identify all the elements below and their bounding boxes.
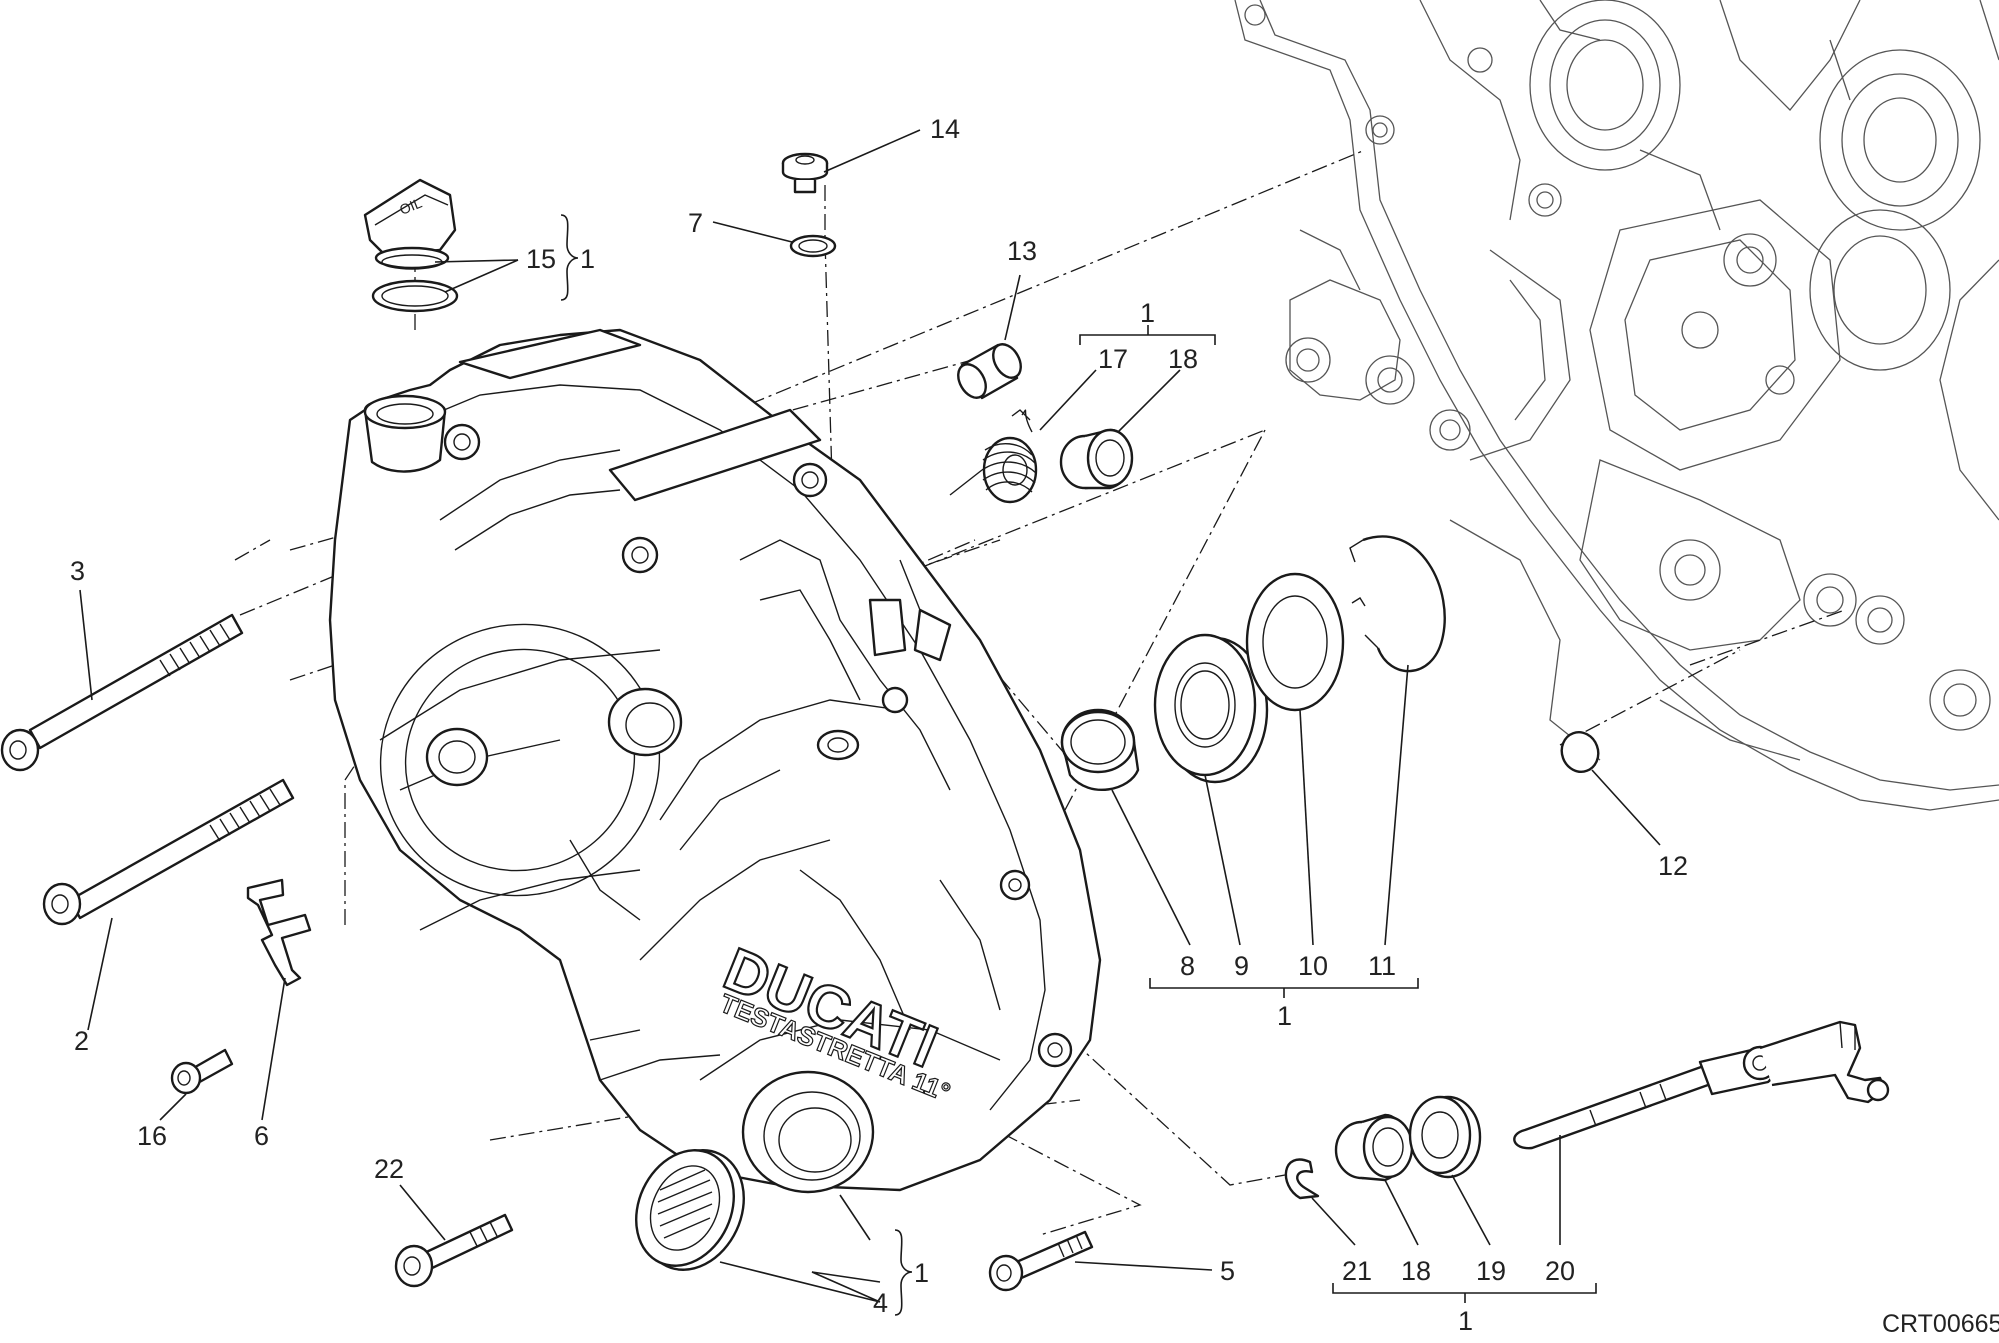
bolt-short-16 xyxy=(170,1048,234,1095)
clutch-release-shaft xyxy=(1513,1020,1890,1150)
shaft-seal xyxy=(1408,1095,1482,1179)
callout-7: 7 xyxy=(688,208,703,238)
callout-5: 5 xyxy=(1220,1256,1235,1286)
needle-bearing-upper xyxy=(1059,428,1134,490)
return-spring xyxy=(949,409,1038,504)
callout-8: 8 xyxy=(1180,951,1195,981)
callout-20: 20 xyxy=(1545,1256,1575,1286)
callout-11: 11 xyxy=(1368,951,1396,981)
bush xyxy=(1060,708,1140,791)
callout-17: 17 xyxy=(1098,344,1128,374)
callout-10: 10 xyxy=(1298,951,1328,981)
callout-14: 14 xyxy=(930,114,960,144)
callout-21: 21 xyxy=(1342,1256,1372,1286)
callout-13: 13 xyxy=(1007,236,1037,266)
bolt-5 xyxy=(988,1230,1094,1292)
shim-washer xyxy=(1245,572,1345,712)
snap-ring xyxy=(1284,1158,1320,1200)
bolt-long-upper xyxy=(0,613,244,772)
o-ring xyxy=(1560,731,1600,773)
cable-bracket xyxy=(246,878,312,987)
callout-15: 15 xyxy=(526,244,556,274)
callout-12: 12 xyxy=(1658,851,1688,881)
callout-3: 3 xyxy=(70,556,85,586)
callout-1-cover-seal: 1 xyxy=(914,1258,929,1288)
bolt-long-lower xyxy=(42,778,295,926)
clutch-cover: DUCATI TESTASTRETTA 11° xyxy=(328,328,1102,1194)
callout-22: 22 xyxy=(374,1154,404,1184)
crankcase-half xyxy=(1234,0,1999,811)
oil-cap-text: OIL xyxy=(397,194,424,217)
callout-9: 9 xyxy=(1234,951,1249,981)
dowel-bush xyxy=(957,343,1022,400)
callout-1-spring-group: 1 xyxy=(1140,298,1155,328)
callout-18-lower: 18 xyxy=(1401,1256,1431,1286)
oil-filler-cap: OIL xyxy=(363,178,459,313)
callout-1-shaft-group: 1 xyxy=(1458,1306,1473,1336)
circlip xyxy=(1349,535,1446,673)
drain-plug xyxy=(781,152,837,258)
clutch-oil-seal xyxy=(635,1149,745,1271)
needle-bearing-lower xyxy=(1334,1113,1414,1182)
callout-1-seal-group: 1 xyxy=(1277,1001,1292,1031)
oil-seal xyxy=(1153,633,1269,784)
callout-leader-lines xyxy=(79,129,1661,1303)
callout-1-oil-cap: 1 xyxy=(580,244,595,274)
callout-4: 4 xyxy=(873,1288,888,1318)
callout-18-upper: 18 xyxy=(1168,344,1198,374)
callout-2: 2 xyxy=(74,1026,89,1056)
bolt-22 xyxy=(394,1213,514,1288)
callout-6: 6 xyxy=(254,1121,269,1151)
drawing-code: CRT00665 xyxy=(1882,1310,1999,1338)
callout-16: 16 xyxy=(137,1121,167,1151)
callout-19: 19 xyxy=(1476,1256,1506,1286)
group-brackets xyxy=(560,214,1597,1316)
callout-labels: 14 7 15 1 13 1 17 18 3 2 16 6 8 9 10 11 … xyxy=(70,114,1999,1338)
